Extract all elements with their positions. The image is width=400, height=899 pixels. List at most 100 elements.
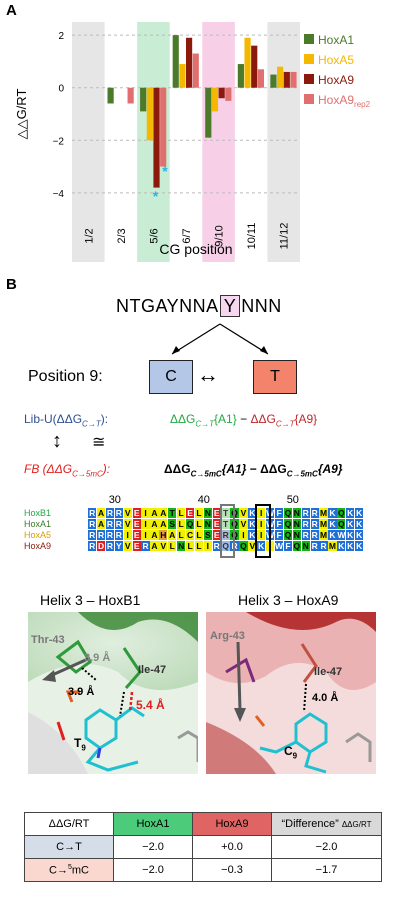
helix-right-title: Helix 3 – HoxA9 (238, 592, 339, 608)
bar-hoxa1 (107, 87, 114, 104)
row-label-c5mc-tail: mC (71, 864, 89, 877)
row-label-c5mc-main: C→ (49, 864, 68, 877)
alignment-residue: V (123, 519, 132, 529)
alignment-residue: V (123, 508, 132, 518)
alignment-residue: L (177, 508, 186, 518)
bar-hoxa5 (179, 64, 186, 88)
alignment-residue: L (177, 530, 186, 540)
residue-highlight-box (255, 504, 271, 558)
alignment-residue: L (177, 519, 186, 529)
alignment-residue: V (159, 541, 168, 551)
alignment-row-name: HoxA9 (24, 541, 52, 551)
alignment-residue: A (159, 508, 168, 518)
alignment-residue: R (105, 508, 115, 518)
fb-term-a-tail: {A1} (221, 462, 247, 476)
ile47-label-left: Ile-47 (138, 664, 167, 676)
table-cell: +0.0 (192, 835, 272, 859)
alignment-residue: R (105, 530, 115, 540)
alignment-residue: R (301, 508, 310, 518)
alignment-residue: Q (221, 541, 230, 551)
panel-b-letter: B (6, 276, 17, 293)
x-tick-label: 2/3 (116, 228, 128, 243)
significance-star: * (153, 188, 159, 204)
thr43-distance: 3.9 Å (84, 652, 110, 664)
lib-u-term-b-tail: {A9} (294, 412, 318, 426)
panel-a-letter: A (6, 2, 17, 19)
alignment-residue: M (319, 508, 328, 518)
alignment-residue: K (346, 519, 355, 529)
alignment-residue: Q (292, 541, 301, 551)
alignment-residue: R (310, 508, 319, 518)
table-row: C→T −2.0 +0.0 −2.0 (24, 835, 382, 859)
structure-hoxa9-drawing (206, 612, 376, 774)
base-c9-main: C (284, 744, 293, 758)
table-row: C→5mC −2.0 −0.3 −1.7 (24, 858, 382, 882)
ruler-label: 40 (197, 494, 210, 506)
table-cell: −2.0 (113, 858, 193, 882)
legend-label: HoxA5 (318, 53, 354, 67)
bar-hoxa9 (186, 37, 193, 88)
alignment-residue: W (274, 541, 284, 551)
alignment-residue: Q (337, 519, 346, 529)
table-header-cell: HoxA9 (192, 812, 272, 836)
base-t-label: T (270, 368, 280, 385)
base-c9-label: C9 (284, 744, 297, 760)
alignment-residue: K (355, 519, 364, 529)
ruler-label: 30 (108, 494, 121, 506)
alignment-residue: R (221, 530, 230, 540)
bar-hoxa9-rep2 (192, 53, 199, 88)
alignment-residue: I (203, 541, 212, 551)
x-tick-label: 9/10 (214, 225, 226, 246)
motif-boxed-base: Y (219, 295, 241, 317)
fb-term-a-sub: C→5mC (190, 469, 222, 479)
alignment-residue: R (105, 519, 115, 529)
branch-arrows (171, 323, 269, 355)
lib-u-term-a-main: ΔΔG (170, 412, 196, 426)
lib-u-expression: ΔΔGC→T{A1} − ΔΔGC→T{A9} (170, 412, 317, 428)
fb-term-a-main: ΔΔG (164, 462, 191, 476)
x-tick-label: 10/11 (246, 223, 258, 250)
alignment-residue: R (114, 519, 123, 529)
alignment-residue: R (114, 530, 123, 540)
row-label-ct: C→T (24, 835, 114, 859)
table-header-row: ΔΔG/RT HoxA1 HoxA9 “Difference” ΔΔG/RT (24, 812, 382, 836)
alignment-residue: F (274, 508, 284, 518)
alignment-residue: R (310, 530, 319, 540)
alignment-residue: L (194, 541, 204, 551)
alignment-residue: A (150, 530, 159, 540)
alignment-residue: V (248, 541, 257, 551)
alignment-residue: K (346, 530, 355, 540)
alignment-residue: E (212, 508, 221, 518)
bar-hoxa9-rep2 (290, 71, 297, 88)
table-header-cell: ΔΔG/RT (24, 812, 114, 836)
alignment-residue: R (310, 541, 319, 551)
alignment-residue: A (96, 508, 106, 518)
alignment-residue: Q (185, 519, 195, 529)
bar-hoxa1 (270, 74, 277, 88)
base-t9-sub: 9 (81, 743, 86, 753)
legend-swatch (304, 74, 314, 84)
alignment-residue: L (194, 519, 204, 529)
structure-hoxb1-drawing (28, 612, 198, 774)
alignment-residue: T (221, 519, 230, 529)
lib-u-term-a: ΔΔGC→T{A1} (170, 412, 237, 428)
alignment-residue: S (203, 530, 212, 540)
alignment-residue: E (132, 508, 141, 518)
alignment-residue: Q (283, 508, 293, 518)
x-tick-label: 6/7 (181, 228, 193, 243)
fb-label-main: FB (ΔΔG (24, 462, 73, 476)
bar-hoxa9-rep2 (127, 87, 134, 104)
thr43-label: Thr-43 (31, 634, 65, 646)
alignment-residue: I (239, 530, 248, 540)
alignment-row-name: HoxA5 (24, 530, 52, 540)
bar-hoxa9 (283, 71, 290, 88)
legend-label: HoxA9 (318, 73, 354, 87)
x-tick-label: 11/12 (279, 223, 291, 250)
ddg-summary-table: ΔΔG/RT HoxA1 HoxA9 “Difference” ΔΔG/RT C… (24, 812, 382, 882)
alignment-residue: E (132, 519, 141, 529)
alignment-residue: N (177, 541, 186, 551)
fb-term-b-sub: C→5mC (286, 469, 318, 479)
alignment-residue: E (212, 519, 221, 529)
alignment-residue: E (132, 541, 141, 551)
